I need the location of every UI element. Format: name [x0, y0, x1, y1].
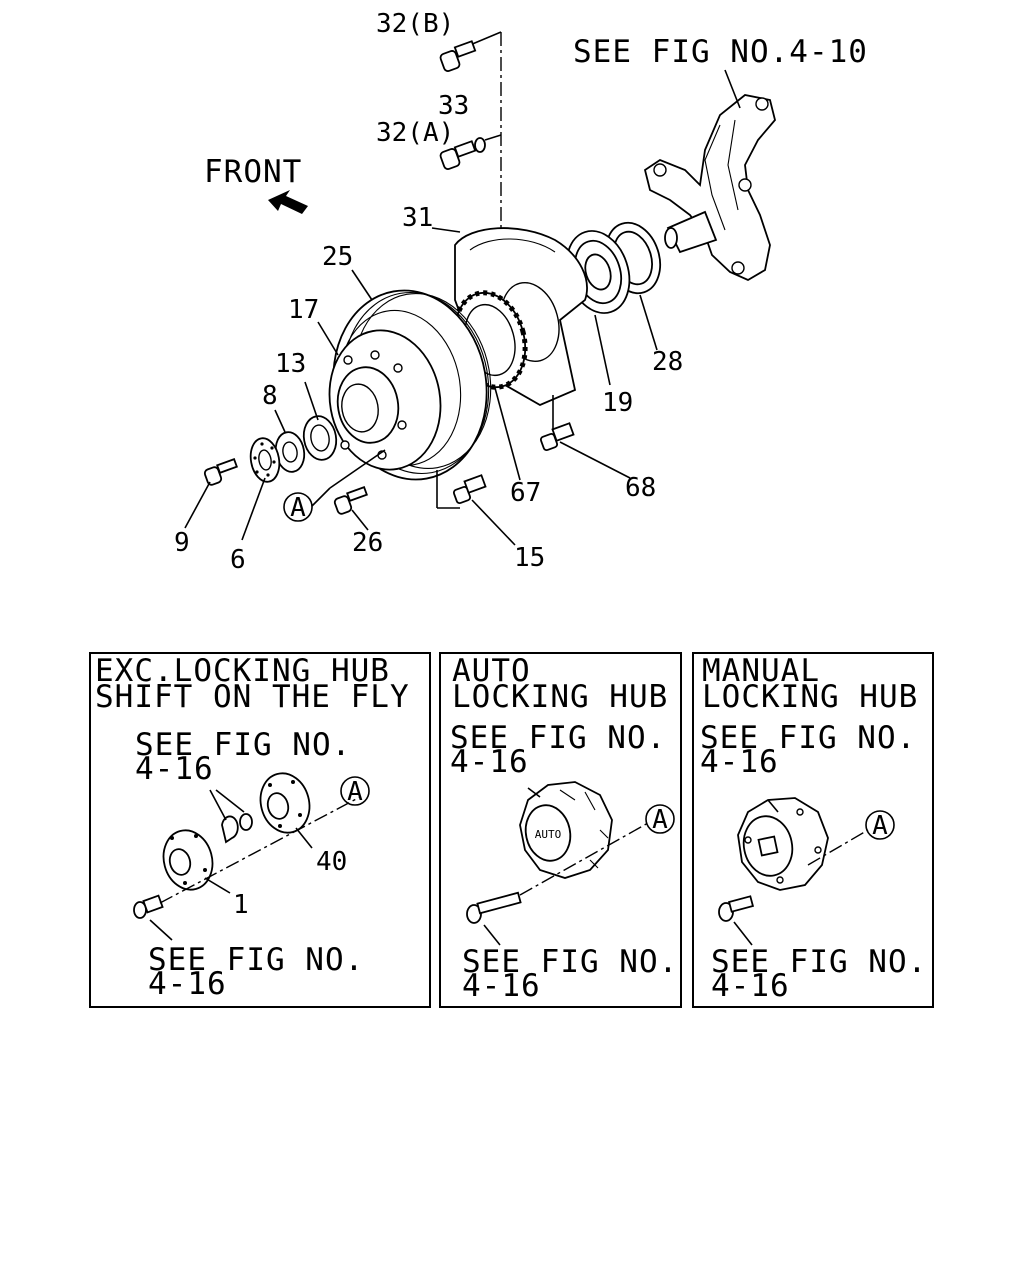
steering-knuckle [643, 94, 776, 282]
panel-1-callout-40: 40 [316, 847, 347, 877]
panel-2-title-line2: LOCKING HUB [452, 679, 668, 715]
ref-a-label: A [290, 493, 306, 523]
hub-17 [328, 329, 442, 471]
panel-1-ref-top-line1: SEE FIG NO. [135, 727, 351, 763]
orientation-label: FRONT [204, 154, 302, 190]
panel-3-title-line1: MANUAL [702, 653, 820, 689]
callout-33: 33 [438, 91, 469, 121]
panel-1-title-line1: EXC.LOCKING HUB [95, 653, 390, 689]
callout-17: 17 [288, 295, 319, 325]
panel-3-title-line2: LOCKING HUB [702, 679, 918, 715]
bolt-26 [333, 486, 368, 515]
callout-13: 13 [275, 349, 306, 379]
callout-9: 9 [174, 528, 190, 558]
callout-26: 26 [352, 528, 383, 558]
callout-31: 31 [402, 203, 433, 233]
see-fig-4-10-note: SEE FIG NO.4-10 [573, 34, 868, 70]
panel-exc-locking-hub: EXC.LOCKING HUB SHIFT ON THE FLY SEE FIG… [89, 652, 431, 1008]
callout-32b: 32(B) [376, 9, 454, 39]
washer-33 [474, 137, 486, 153]
callout-8: 8 [262, 381, 278, 411]
bolt-32b [439, 40, 477, 72]
bearing-13 [302, 415, 338, 461]
callout-15: 15 [514, 543, 545, 573]
assembly-axis-line [469, 31, 502, 300]
hub-1 [162, 829, 214, 891]
panel-3-ref-top-line1: SEE FIG NO. [700, 720, 916, 756]
panel-manual-locking-hub: MANUAL LOCKING HUB SEE FIG NO. 4-16 A SE… [692, 652, 934, 1008]
callout-68: 68 [625, 473, 656, 503]
panel-3-ref-bottom-line2: 4-16 [711, 968, 790, 1004]
hub-cap-8 [274, 431, 306, 473]
leader-lines [184, 69, 741, 546]
manual-locking-hub-body [737, 797, 829, 891]
panel-2-title-line1: AUTO [452, 653, 531, 689]
panel-1-title-line2: SHIFT ON THE FLY [95, 679, 410, 715]
bolt-32a [439, 140, 477, 170]
bolt-68 [539, 422, 575, 452]
snap-ring [209, 789, 253, 844]
flange-6 [249, 437, 281, 483]
panel-1-ref-bottom-line1: SEE FIG NO. [148, 942, 364, 978]
panel-2-ref-bottom-line1: SEE FIG NO. [462, 944, 678, 980]
auto-hub-marking: AUTO [535, 828, 562, 841]
panel-1-callout-1: 1 [233, 890, 249, 920]
panel-2-ref-a-label: A [652, 805, 668, 835]
panel-3-ref-bottom-line1: SEE FIG NO. [711, 944, 927, 980]
callout-28: 28 [652, 347, 683, 377]
panel-auto-locking-hub: AUTO LOCKING HUB SEE FIG NO. 4-16 AUTO A… [439, 652, 682, 1008]
panel-2-ref-a-circle [645, 804, 675, 834]
panel-3-bolt [718, 895, 755, 922]
front-arrow-icon [268, 190, 308, 214]
panel-3-ref-a-label: A [872, 811, 888, 841]
panel-1-ref-a-circle [340, 776, 370, 806]
panel-2-bolt [466, 891, 522, 924]
ref-a-circle [283, 492, 313, 522]
auto-locking-hub-body: AUTO [519, 781, 613, 879]
callout-25: 25 [322, 242, 353, 272]
panel-1-bolt [133, 894, 164, 919]
callout-67: 67 [510, 478, 541, 508]
bolt-9 [203, 458, 238, 486]
hub-bolt-15 [452, 474, 487, 505]
panel-1-ref-top-line2: 4-16 [135, 751, 214, 787]
panel-3-ref-a-circle [865, 810, 895, 840]
panel-2-ref-top-line1: SEE FIG NO. [450, 720, 666, 756]
panel-1-ref-bottom-line2: 4-16 [148, 966, 227, 1002]
callout-6: 6 [230, 545, 246, 575]
flange-40 [259, 772, 311, 834]
callout-32a: 32(A) [376, 118, 454, 148]
callout-19: 19 [602, 388, 633, 418]
panel-2-ref-top-line2: 4-16 [450, 744, 529, 780]
panel-1-ref-a-label: A [347, 777, 363, 807]
panel-2-ref-bottom-line2: 4-16 [462, 968, 541, 1004]
panel-3-ref-top-line2: 4-16 [700, 744, 779, 780]
